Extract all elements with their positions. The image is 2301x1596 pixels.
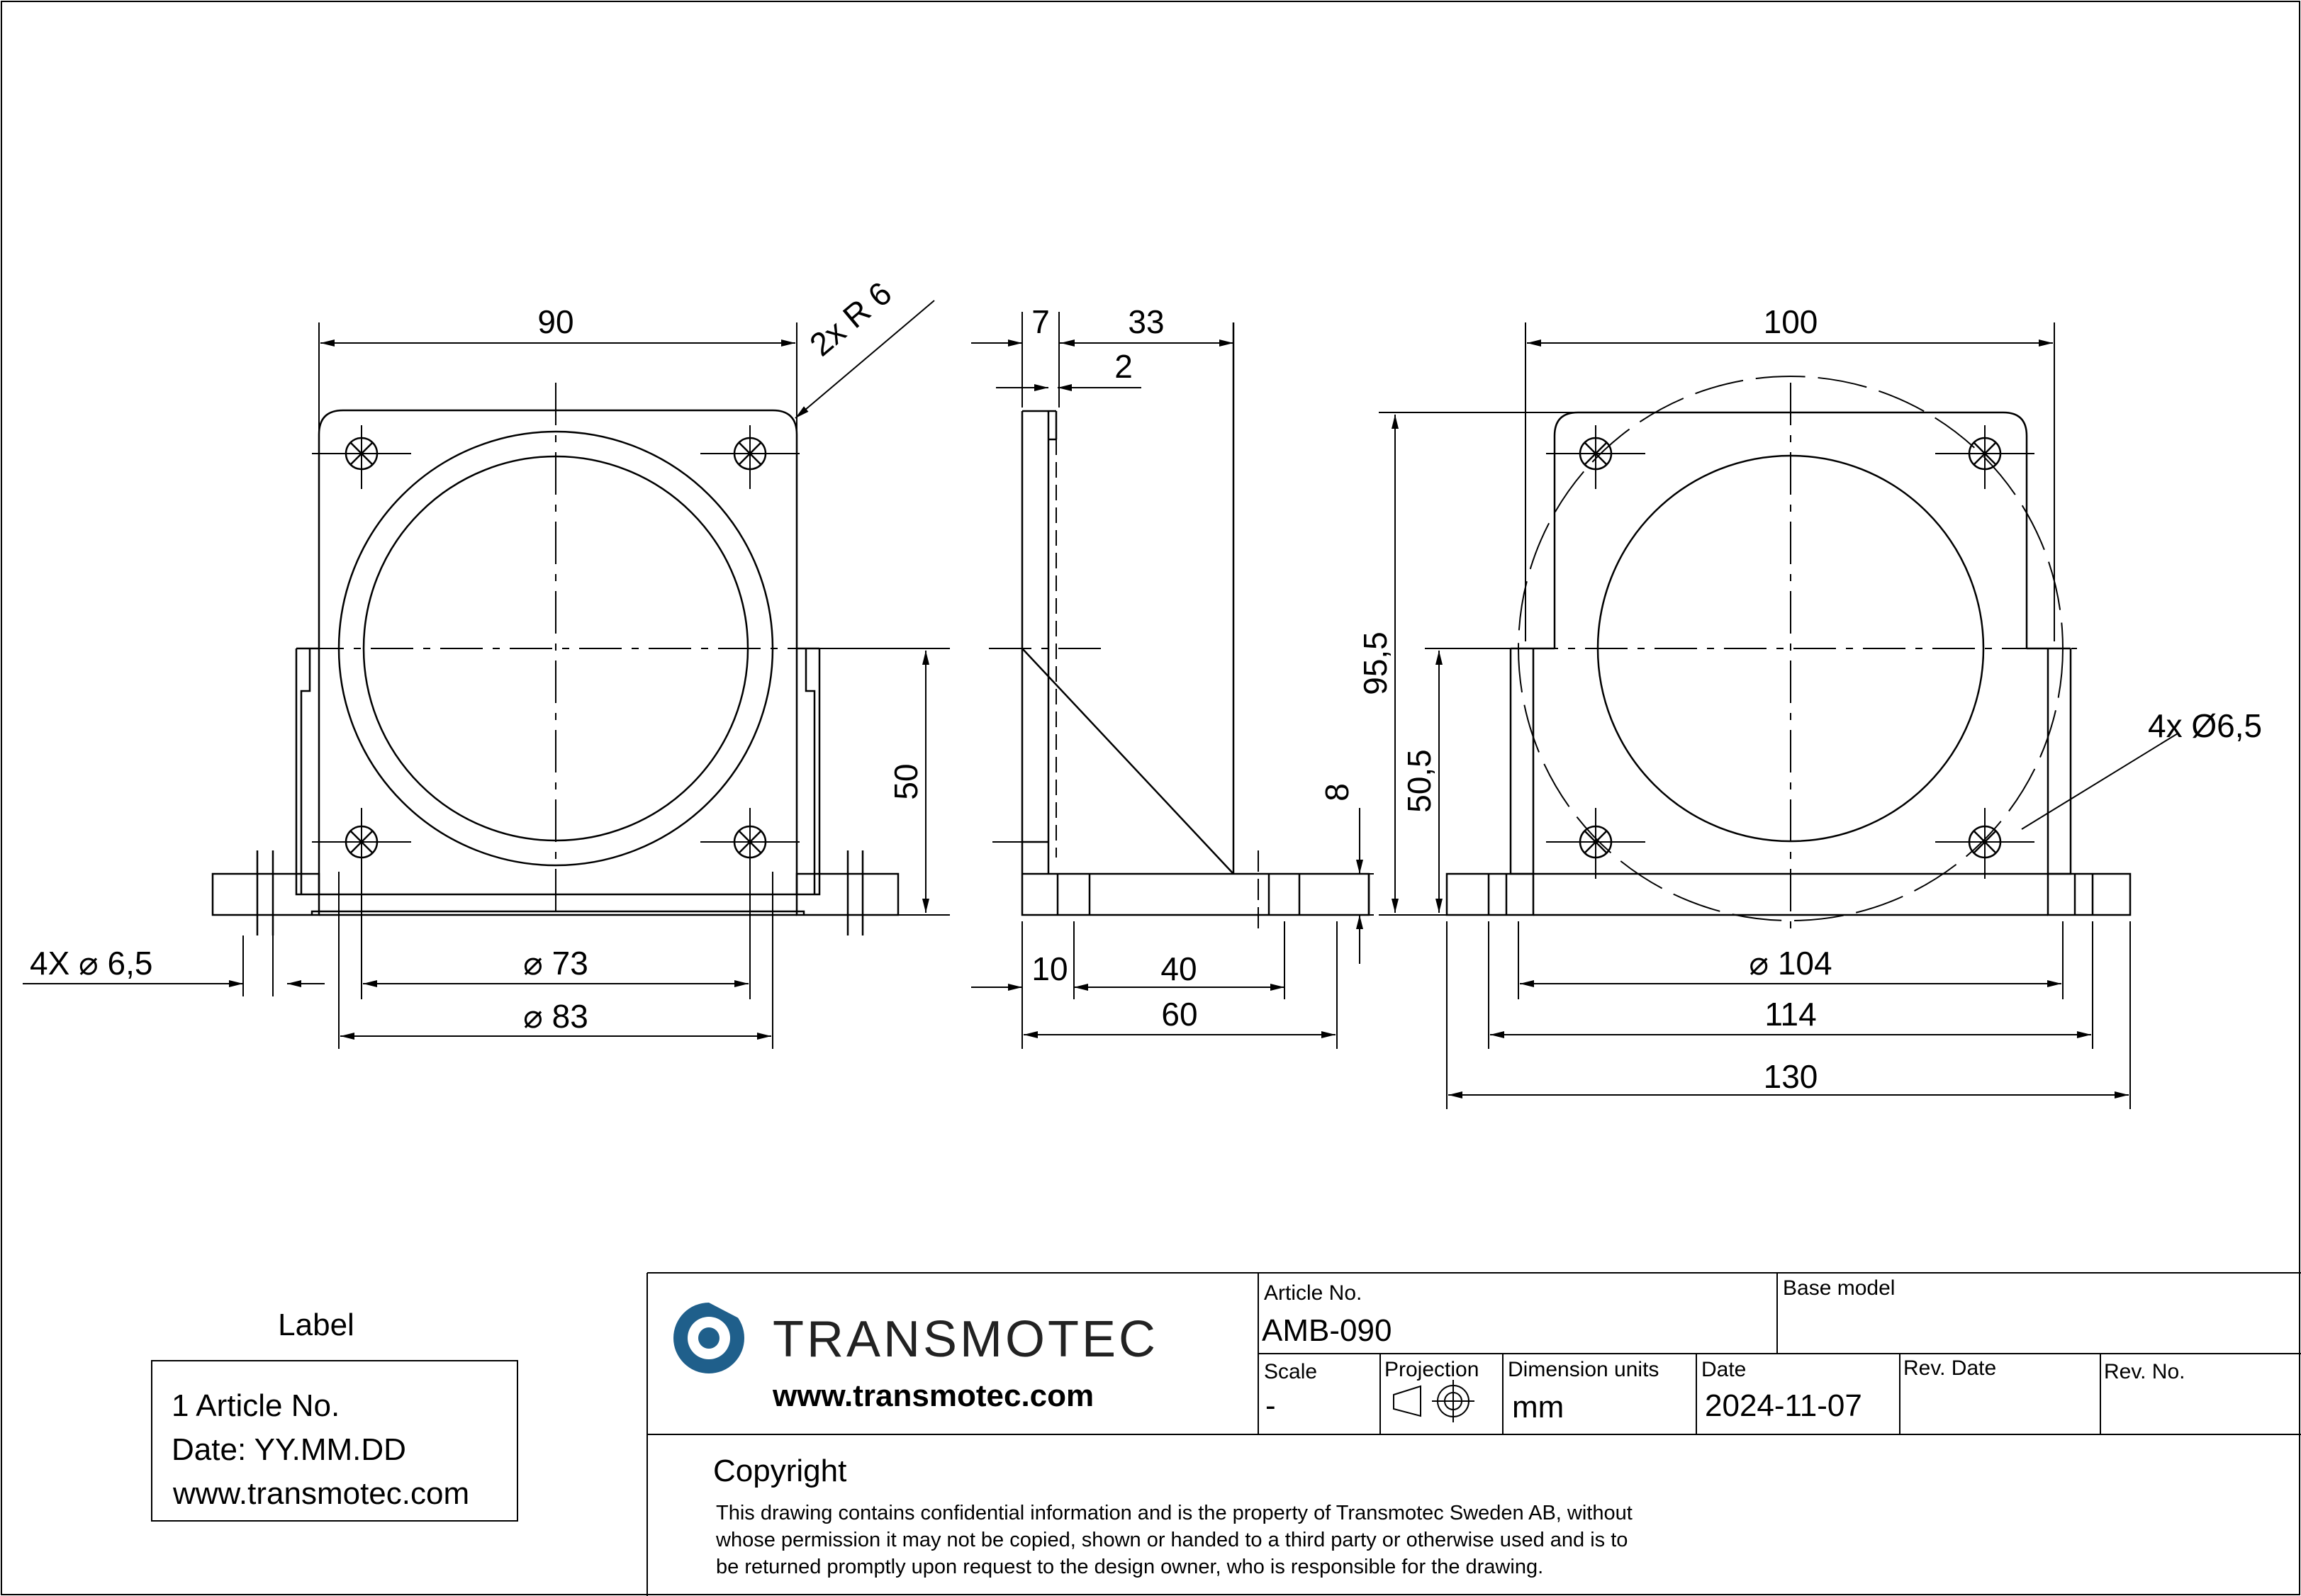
- copyright-line-2: whose permission it may not be copied, s…: [715, 1529, 1628, 1551]
- side-view-plate: [1021, 411, 1370, 916]
- rear-view-dim-labels: 100 95,5 50,5 4x Ø6,5 ⌀ 104 114 130: [1357, 303, 2262, 1095]
- dim-side-2: 2: [1114, 348, 1133, 385]
- date-label: Date: [1701, 1358, 1746, 1381]
- side-view: [1021, 322, 1370, 916]
- copyright-line-3: be returned promptly upon request to the…: [716, 1556, 1543, 1578]
- transmotec-logo: TRANSMOTEC www.transmotec.com: [670, 1296, 1158, 1413]
- dim-front-radius: 2x R 6: [802, 274, 898, 363]
- transmotec-logo-mark: [670, 1296, 750, 1378]
- article-label: Article No.: [1264, 1281, 1362, 1305]
- dim-rear-height-505: 50,5: [1401, 749, 1438, 813]
- scale-label: Scale: [1264, 1360, 1317, 1383]
- dim-front-width: 90: [537, 303, 573, 340]
- units-value: mm: [1512, 1390, 1564, 1424]
- label-box: Label 1 Article No. Date: YY.MM.DD www.t…: [151, 1308, 518, 1522]
- date-value: 2024-11-07: [1705, 1388, 1862, 1423]
- dim-front-height: 50: [888, 763, 924, 799]
- label-line-website: www.transmotec.com: [172, 1476, 469, 1511]
- rear-view-left-foot: [1445, 872, 1535, 916]
- company-name: TRANSMOTEC: [773, 1311, 1158, 1368]
- dim-rear-hole-note: 4x Ø6,5: [2148, 707, 2262, 744]
- dim-rear-width: 100: [1764, 303, 1818, 340]
- copyright-heading: Copyright: [713, 1454, 846, 1488]
- article-value: AMB-090: [1262, 1313, 1392, 1348]
- dim-front-inner-dia: ⌀ 73: [523, 945, 588, 982]
- side-view-gusset: [1021, 648, 1234, 875]
- front-view-centerlines: [301, 383, 847, 914]
- dim-rear-130: 130: [1764, 1058, 1818, 1095]
- dim-front-hole-note: 4X ⌀ 6,5: [30, 945, 152, 982]
- projection-symbol-icon: [1393, 1380, 1474, 1422]
- label-line-article: 1 Article No.: [172, 1388, 340, 1423]
- front-view-plate: [318, 409, 798, 894]
- dim-side-60: 60: [1161, 996, 1197, 1033]
- rear-view-centerlines: [1446, 376, 2077, 928]
- projection-label: Projection: [1384, 1358, 1479, 1381]
- side-view-hidden: [989, 439, 1259, 928]
- rear-view-right-foot: [2047, 872, 2132, 916]
- rear-view: [1445, 411, 2132, 916]
- dim-front-outer-dia: ⌀ 83: [523, 998, 588, 1035]
- dim-side-8: 8: [1319, 783, 1355, 802]
- copyright-block: Copyright This drawing contains confiden…: [713, 1454, 1633, 1578]
- rear-view-dimensions: [1379, 322, 2178, 1109]
- front-view-bracket: [295, 648, 821, 896]
- front-view-dimensions: [23, 300, 950, 1049]
- dim-rear-dia-104: ⌀ 104: [1749, 945, 1832, 982]
- side-view-dimensions: [971, 312, 1374, 1049]
- dim-rear-height-955: 95,5: [1357, 631, 1394, 695]
- front-view-dim-labels: 90 2x R 6 50 4X ⌀ 6,5 ⌀ 73 ⌀ 83: [30, 274, 924, 1035]
- dim-side-7: 7: [1031, 303, 1050, 340]
- label-line-date: Date: YY.MM.DD: [172, 1432, 406, 1467]
- title-block: [646, 1272, 2301, 1596]
- dim-side-40: 40: [1160, 950, 1197, 987]
- rev-no-label: Rev. No.: [2104, 1360, 2185, 1383]
- base-model-label: Base model: [1783, 1276, 1895, 1300]
- label-heading: Label: [278, 1308, 354, 1342]
- rev-date-label: Rev. Date: [1903, 1356, 1996, 1380]
- units-label: Dimension units: [1508, 1358, 1659, 1381]
- side-view-dim-labels: 7 33 2 10 40 60 8: [1031, 303, 1355, 1033]
- dim-side-33: 33: [1128, 303, 1164, 340]
- copyright-line-1: This drawing contains confidential infor…: [716, 1502, 1633, 1524]
- title-block-fields: Article No. AMB-090 Base model Scale - P…: [1262, 1276, 2185, 1424]
- company-website: www.transmotec.com: [772, 1378, 1094, 1413]
- dim-rear-114: 114: [1764, 996, 1816, 1033]
- scale-value: -: [1265, 1388, 1276, 1423]
- front-view-left-foot: [211, 872, 320, 916]
- dim-side-10: 10: [1031, 950, 1068, 987]
